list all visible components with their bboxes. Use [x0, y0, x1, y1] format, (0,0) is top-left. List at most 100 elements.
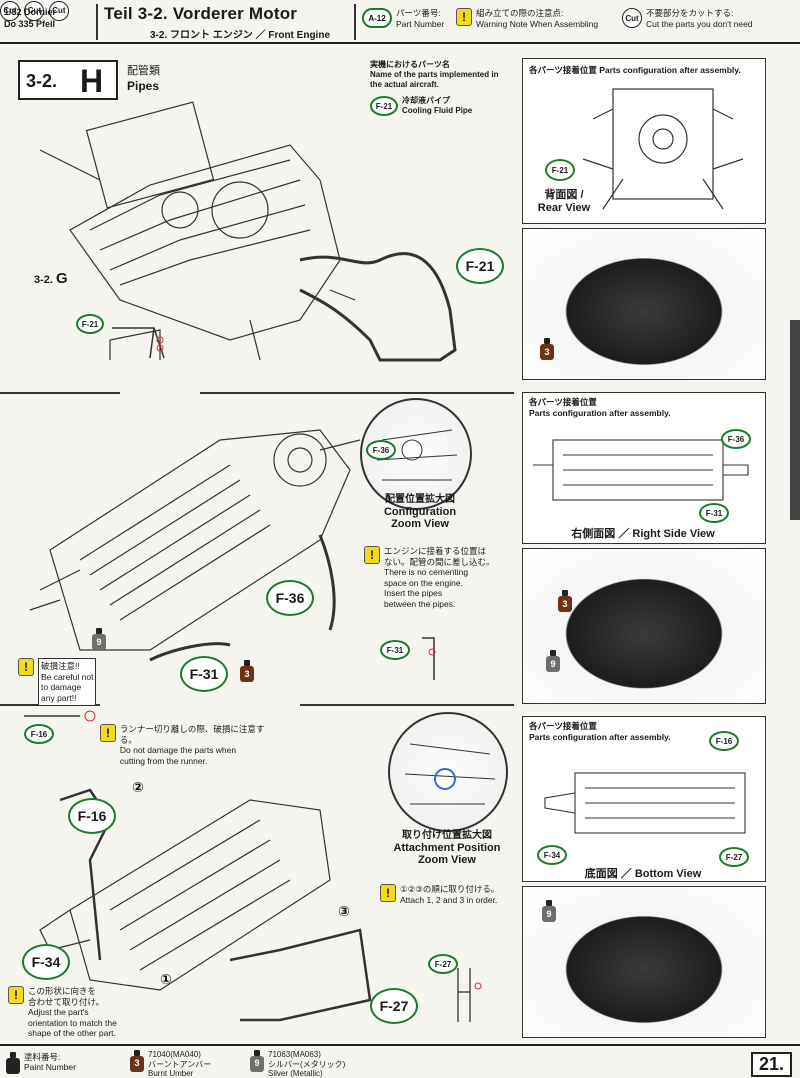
step-number: 3-2.: [26, 71, 58, 91]
cementing-note: ! エンジンに接着する位置は ない。配管の間に差し込む。 There is no…: [364, 546, 514, 609]
bottle-cap: [254, 1050, 260, 1056]
page-title: Teil 3-2. Vorderer Motor: [104, 4, 298, 23]
part-label-f34: F-34: [22, 944, 70, 980]
bottle-body: [6, 1058, 20, 1074]
note-jp1: エンジンに接着する位置は: [384, 546, 487, 556]
legend-part-number: A-12 パーツ番号: Part Number: [362, 8, 444, 30]
part-label-f21: F-21: [456, 248, 504, 284]
paint3-code: 71040(MA040): [148, 1050, 201, 1059]
zoom-title-jp: 取り付け位置拡大図: [402, 830, 492, 841]
legend: A-12 パーツ番号: Part Number ! 組み立ての際の注意点: Wa…: [354, 4, 800, 40]
bottle-cap: [134, 1050, 140, 1056]
note-en2: space on the engine.: [384, 577, 463, 588]
note-en4: between the pipes.: [384, 598, 456, 609]
page-subtitle: 3-2. フロント エンジン ／ Front Engine: [150, 30, 331, 41]
legend-warning: ! 組み立ての際の注意点: Warning Note When Assembli…: [456, 8, 598, 30]
part-label-f36: F-36: [266, 580, 314, 616]
part-label-f31: F-31: [180, 656, 228, 692]
rear-view-drawing: [582, 88, 744, 210]
note-en3: Insert the pipes: [384, 588, 443, 598]
part-label-f27: F-27: [370, 988, 418, 1024]
bottle-cap: [544, 338, 550, 344]
rear-view-jp: 背面図 /: [544, 189, 584, 201]
zoom-detail: [404, 743, 496, 805]
paint-bottle-9: 9: [542, 900, 556, 922]
step-letter: H: [80, 63, 104, 99]
bottom-badge-f16: F-16: [709, 731, 739, 751]
cut-icon: Cut: [622, 8, 642, 28]
footer-paint-9: 9 71063(MA063) シルバー(メタリック) Silver (Metal…: [250, 1050, 345, 1078]
step-title-jp: 配管類: [127, 65, 160, 77]
legend-warn-en: Warning Note When Assembling: [476, 19, 599, 29]
bottom-badge-f34: F-34: [537, 845, 567, 865]
paint-bottle-9: 9: [546, 650, 560, 672]
bottle-cap: [244, 660, 250, 666]
paint9-code: 71063(MA063): [268, 1050, 321, 1059]
section-divider: [200, 392, 514, 394]
legend-part-jp: パーツ番号:: [396, 8, 441, 18]
page-edge-tab: [790, 320, 800, 520]
paint-bottle-3: 3: [130, 1050, 144, 1072]
cut-icon-f27: Cut: [48, 0, 69, 21]
rear-caption: 各パーツ接着位置 Parts configuration after assem…: [529, 65, 741, 75]
cut-icon-f31: Cut: [24, 0, 45, 21]
bottom-view-drawing: [544, 772, 746, 834]
orient-jp1: この形状に向きを: [28, 986, 97, 996]
bottle-cap: [562, 590, 568, 596]
f16-runner-drawing: [24, 710, 96, 722]
paint-bottle-3: 3: [540, 338, 554, 360]
f31-cut-part-drawing: [422, 637, 436, 680]
note-jp2: ない。配管の間に差し込む。: [384, 556, 495, 567]
warning-icon: !: [18, 658, 34, 676]
legend-part-en: Part Number: [396, 19, 445, 29]
part-example-jp: 冷却液パイプ: [402, 96, 450, 105]
paint-label-en: Paint Number: [24, 1062, 76, 1072]
runner-note: ! ランナー切り離しの際、破損に注意する。 Do not damage the …: [100, 724, 280, 766]
section-divider: [0, 392, 120, 394]
zoom-title-en1: Attachment Position: [393, 842, 501, 854]
header-divider: [96, 4, 98, 40]
rear-view-panel: 各パーツ接着位置 Parts configuration after assem…: [522, 58, 766, 224]
paint-number: 3: [558, 596, 572, 612]
caution-en1: Be careful not: [41, 671, 94, 682]
f21-cut-part-drawing: [112, 327, 165, 359]
order-note: ! ①②③の順に取り付ける。 Attach 1, 2 and 3 in orde…: [380, 884, 520, 905]
paint-number: 9: [546, 656, 560, 672]
ref-step-letter: G: [56, 270, 68, 287]
part-example-name: 冷却液パイプ Cooling Fluid Pipe: [402, 96, 472, 116]
bottom-caption-jp: 各パーツ接着位置: [529, 721, 597, 731]
orient-jp2: 合わせて取り付け。: [28, 996, 105, 1007]
right-side-view-label: 右側面図 ／ Right Side View: [571, 528, 715, 540]
small-badge-f16: F-16: [24, 724, 54, 744]
order-number-1: ①: [160, 971, 172, 987]
bottom-caption-en: Parts configuration after assembly.: [529, 732, 671, 742]
paint3-en: Burnt Umber: [148, 1069, 194, 1078]
warning-icon: !: [380, 884, 396, 902]
right-badge-f31: F-31: [699, 503, 729, 523]
implemented-en2: the actual aircraft.: [370, 80, 439, 89]
runner-note-jp: ランナー切り離しの際、破損に注意する。: [119, 724, 265, 745]
bottle-cap: [10, 1052, 16, 1058]
footer-paint-legend: 塗料番号: Paint Number: [6, 1052, 76, 1074]
warning-icon: !: [100, 724, 116, 742]
paint3-jp: バーントアンバー: [148, 1059, 212, 1069]
paint9-en: Silver (Metallic): [268, 1069, 323, 1078]
cut-part-label-f27: F-27: [428, 954, 458, 974]
paint-number: 9: [250, 1056, 264, 1072]
bottom-caption: 各パーツ接着位置 Parts configuration after assem…: [529, 721, 671, 743]
order-number-3: ③: [338, 903, 350, 919]
step-badge: 3-2. H: [18, 60, 118, 100]
orient-en3: shape of the other part.: [28, 1028, 116, 1038]
rear-part-badge: F-21: [545, 159, 575, 181]
caution-jp: 破損注意!!: [41, 661, 80, 671]
f27-cut-part-drawing: [457, 968, 482, 1022]
rear-view-photo: [522, 228, 766, 380]
footer-paint-3: 3 71040(MA040) バーントアンバー Burnt Umber: [130, 1050, 211, 1078]
paint-label-jp: 塗料番号:: [24, 1052, 61, 1062]
paint9-jp: シルバー(メタリック): [268, 1059, 346, 1069]
engine-drawing-mid: [29, 429, 361, 662]
zoom-detail: [376, 429, 458, 481]
paint-bottle-3: 3: [240, 660, 254, 682]
model-scale: 1/32 Dornier: [4, 7, 57, 17]
